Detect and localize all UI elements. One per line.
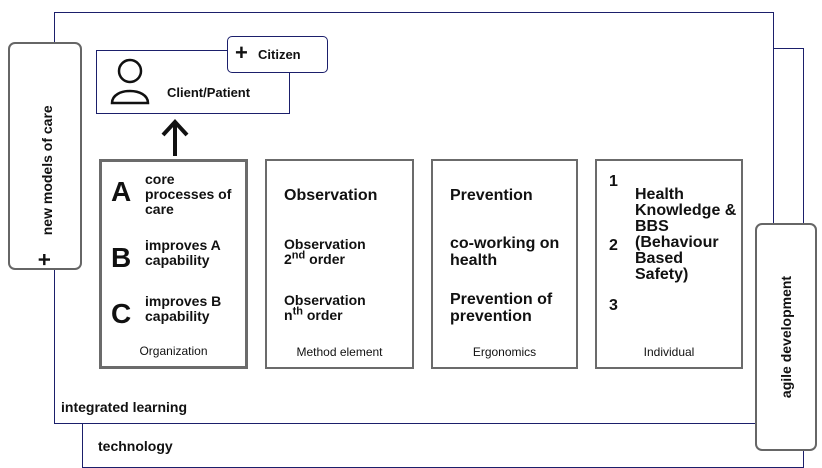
item-text-a: core processes of care xyxy=(145,171,232,217)
person-icon xyxy=(110,58,150,105)
plus-icon: + xyxy=(32,253,57,266)
individual-column: 1 2 3 Health Knowledge & BBS (Behaviour … xyxy=(595,159,743,369)
agile-development-tab[interactable]: agile development xyxy=(755,223,817,451)
plus-icon: + xyxy=(235,40,248,65)
health-knowledge-text: Health Knowledge & BBS (Behaviour Based … xyxy=(635,186,737,283)
item-letter-b: B xyxy=(111,242,132,273)
observation-nth-order: Observation nth order xyxy=(284,292,366,323)
observation-title: Observation xyxy=(284,187,378,204)
new-models-of-care-label: new models of care xyxy=(39,105,55,236)
prevention-title: Prevention xyxy=(450,187,533,204)
number-1: 1 xyxy=(609,173,618,190)
item-letter-a: A xyxy=(111,176,132,207)
number-2: 2 xyxy=(609,237,618,254)
organization-column: A core processes of care B improves A ca… xyxy=(99,159,248,369)
new-models-of-care-text: + new models of care xyxy=(32,46,58,266)
item-text-b: improves A capability xyxy=(145,237,221,268)
method-element-column: Observation Observation 2nd order Observ… xyxy=(265,159,414,369)
citizen-box: + Citizen xyxy=(227,36,328,73)
citizen-label: Citizen xyxy=(258,47,301,62)
new-models-of-care-tab[interactable]: + new models of care xyxy=(8,42,82,270)
technology-label: technology xyxy=(98,438,173,454)
co-working-on-health: co-working on health xyxy=(450,235,560,269)
organization-footer: Organization xyxy=(139,344,208,358)
client-patient-label: Client/Patient xyxy=(167,85,251,100)
number-3: 3 xyxy=(609,297,618,314)
item-letter-c: C xyxy=(111,298,132,329)
individual-footer: Individual xyxy=(643,345,695,359)
method-element-footer: Method element xyxy=(296,345,383,359)
ergonomics-footer: Ergonomics xyxy=(472,345,537,359)
prevention-of-prevention: Prevention of prevention xyxy=(450,291,553,325)
observation-second-order: Observation 2nd order xyxy=(284,236,366,267)
item-text-c: improves B capability xyxy=(145,293,222,324)
up-arrow-icon xyxy=(161,119,189,156)
ergonomics-column: Prevention co-working on health Preventi… xyxy=(431,159,578,369)
integrated-learning-label: integrated learning xyxy=(61,399,188,415)
agile-development-label: agile development xyxy=(778,275,794,399)
